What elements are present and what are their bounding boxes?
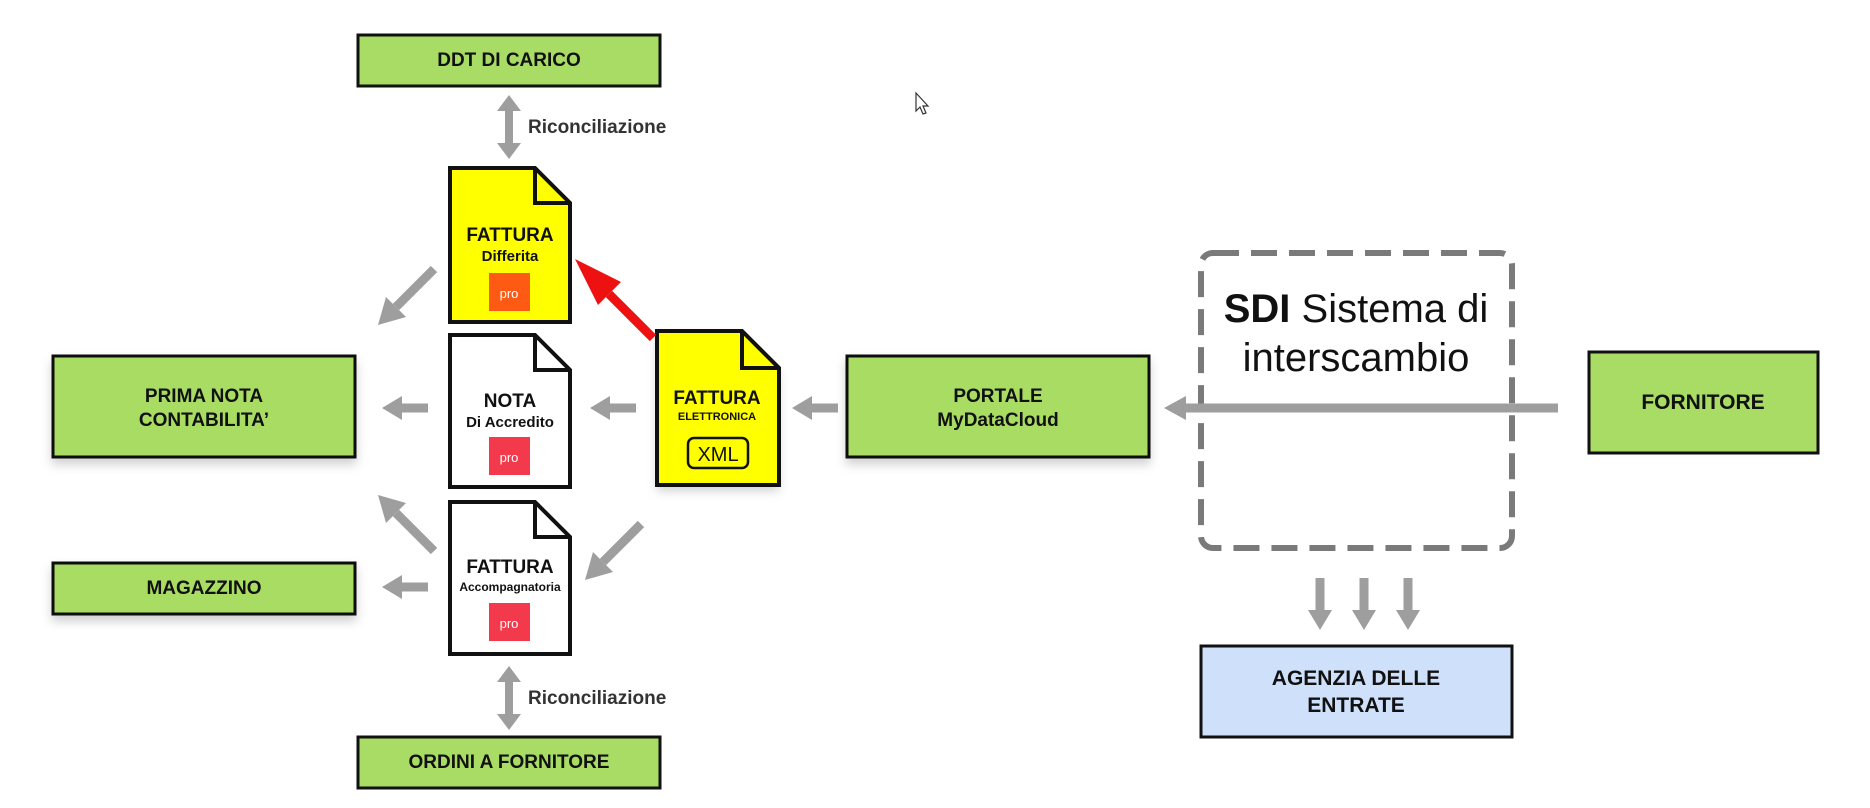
fattura-accompagnatoria-subtitle: Accompagnatoria bbox=[459, 580, 561, 594]
fattura-elettronica-title: FATTURA bbox=[673, 388, 761, 409]
prima-nota-label-line2: CONTABILITA’ bbox=[139, 410, 269, 431]
agenzia-delle-entrate-box: AGENZIA DELLE ENTRATE bbox=[1199, 644, 1514, 739]
sdi-title-line1: SDI Sistema di bbox=[1224, 287, 1489, 331]
pro-logo-icon: pro bbox=[489, 273, 530, 311]
pro-logo-icon: pro bbox=[489, 437, 530, 475]
pro-logo-text: pro bbox=[500, 286, 519, 301]
prima-nota-label-line1: PRIMA NOTA bbox=[145, 386, 263, 407]
arrow-accompagnatoria-to-prima-nota bbox=[378, 495, 438, 555]
portale-mydatacloud-box bbox=[845, 354, 1151, 459]
arrow-portale-to-elettronica bbox=[792, 396, 838, 420]
mouse-cursor-icon bbox=[915, 91, 930, 115]
sdi-title-line2: interscambio bbox=[1243, 336, 1470, 380]
arrow-accompagnatoria-to-magazzino bbox=[382, 575, 428, 599]
fattura-accompagnatoria-title: FATTURA bbox=[466, 557, 554, 578]
agenzia-label-line1: AGENZIA DELLE bbox=[1272, 667, 1440, 690]
agenzia-label-line2: ENTRATE bbox=[1307, 694, 1405, 717]
magazzino-box bbox=[51, 561, 357, 616]
fattura-elettronica-subtitle: ELETTRONICA bbox=[678, 411, 756, 423]
riconciliazione-top-label: Riconciliazione bbox=[528, 117, 666, 138]
fattura-elettronica-document: FATTURA ELETTRONICA XML bbox=[655, 329, 781, 487]
pro-logo-text: pro bbox=[500, 450, 519, 465]
arrow-elettronica-to-nota bbox=[590, 396, 636, 420]
xml-badge-label: XML bbox=[697, 444, 738, 466]
ddt-di-carico-box: DDT DI CARICO bbox=[356, 33, 662, 88]
magazzino-label: MAGAZZINO bbox=[146, 578, 261, 599]
portale-label-line1: PORTALE bbox=[953, 386, 1042, 407]
sdi-line1-rest: Sistema di bbox=[1290, 287, 1488, 331]
nota-title: NOTA bbox=[484, 391, 537, 412]
fattura-differita-document: FATTURA Differita pro bbox=[448, 166, 572, 324]
red-arrow-elettronica-to-differita bbox=[575, 259, 657, 342]
fornitore-box: FORNITORE bbox=[1587, 350, 1820, 455]
riconciliazione-bottom-label: Riconciliazione bbox=[528, 688, 666, 709]
xml-badge-icon: XML bbox=[686, 436, 750, 470]
prima-nota-contabilita-box bbox=[51, 354, 357, 459]
ddt-di-carico-label: DDT DI CARICO bbox=[437, 50, 581, 71]
arrows-sdi-to-agenzia bbox=[1308, 578, 1420, 630]
arrow-fornitore-to-portale bbox=[1164, 396, 1558, 420]
double-arrow-bottom bbox=[497, 666, 521, 730]
sdi-sistema-di-interscambio-box: SDI Sistema di interscambio bbox=[1198, 250, 1515, 551]
pro-logo-text: pro bbox=[500, 616, 519, 631]
portale-label-line2: MyDataCloud bbox=[937, 410, 1058, 431]
arrow-differita-to-prima-nota bbox=[378, 265, 438, 325]
pro-logo-icon: pro bbox=[489, 603, 530, 641]
fornitore-label: FORNITORE bbox=[1641, 391, 1764, 414]
arrow-nota-to-prima-nota bbox=[382, 396, 428, 420]
sdi-bold: SDI bbox=[1224, 287, 1291, 331]
nota-subtitle: Di Accredito bbox=[466, 414, 554, 431]
nota-di-accredito-document: NOTA Di Accredito pro bbox=[448, 333, 572, 489]
double-arrow-top bbox=[497, 95, 521, 159]
fattura-differita-title: FATTURA bbox=[466, 225, 554, 246]
ordini-a-fornitore-box: ORDINI A FORNITORE bbox=[356, 735, 662, 790]
fattura-differita-subtitle: Differita bbox=[482, 248, 539, 265]
ordini-a-fornitore-label: ORDINI A FORNITORE bbox=[409, 752, 610, 773]
fattura-accompagnatoria-document: FATTURA Accompagnatoria pro bbox=[448, 500, 572, 656]
arrow-elettronica-to-accompagnatoria bbox=[585, 520, 645, 580]
